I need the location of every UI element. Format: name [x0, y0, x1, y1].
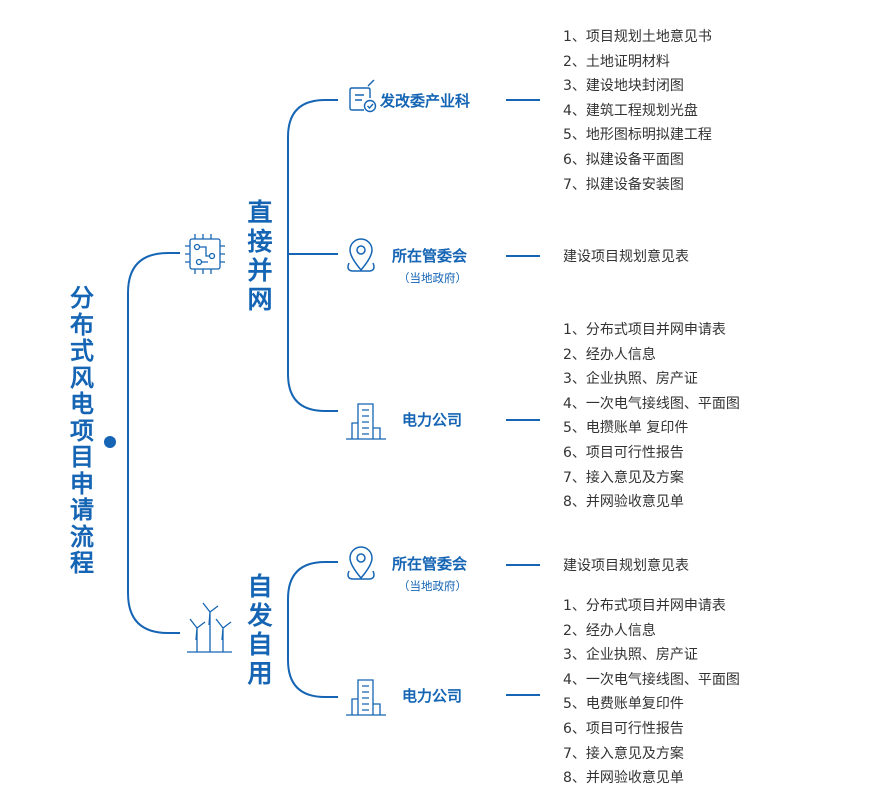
document-list: 1、分布式项目并网申请表 2、经办人信息 3、企业执照、房产证 4、一次电气接线… [563, 318, 740, 515]
list-item: 2、经办人信息 [563, 622, 656, 639]
root-node-dot [104, 436, 116, 448]
list-item: 3、企业执照、房产证 [563, 371, 698, 388]
list-item: 5、电攒账单 复印件 [563, 420, 689, 437]
dept-development-reform: 发改委产业科 [380, 92, 471, 110]
list-item: 4、一次电气接线图、平面图 [563, 671, 740, 688]
list-item: 6、项目可行性报告 [563, 720, 684, 737]
location-pin-icon [347, 238, 375, 272]
list-item: 8、并网验收意见单 [563, 770, 684, 787]
list-item: 2、经办人信息 [563, 346, 656, 363]
list-item: 8、并网验收意见单 [563, 494, 684, 511]
dept-management-committee: 所在管委会 [392, 555, 468, 573]
list-item: 7、接入意见及方案 [563, 469, 684, 486]
wind-turbines-icon [187, 602, 232, 653]
dept-management-committee: 所在管委会 [392, 247, 468, 265]
list-item: 建设项目规划意见表 [563, 249, 689, 265]
list-item: 1、分布式项目并网申请表 [563, 598, 726, 614]
branch-self-bracket [287, 561, 338, 698]
branch-direct-bracket [287, 99, 338, 412]
dept-management-committee-note: （当地政府） [398, 579, 467, 593]
branch-label-direct-grid: 直 接 并 网 [247, 198, 273, 314]
list-item: 3、企业执照、房产证 [563, 647, 698, 664]
dept-power-company: 电力公司 [402, 687, 463, 705]
list-item: 7、拟建设备安装图 [563, 176, 684, 193]
list-item: 建设项目规划意见表 [563, 558, 689, 574]
list-item: 6、拟建设备平面图 [563, 151, 684, 168]
circuit-board-icon [185, 234, 225, 274]
list-item: 2、土地证明材料 [563, 53, 670, 70]
dept-power-company: 电力公司 [402, 411, 463, 429]
location-pin-icon [347, 546, 375, 580]
office-building-icon [346, 403, 386, 440]
list-item: 7、接入意见及方案 [563, 745, 684, 762]
list-item: 1、项目规划土地意见书 [563, 29, 712, 45]
list-item: 5、电费账单复印件 [563, 696, 684, 713]
list-item: 5、地形图标明拟建工程 [563, 127, 712, 144]
list-item: 6、项目可行性报告 [563, 444, 684, 461]
list-item: 3、建设地块封闭图 [563, 78, 684, 95]
root-bracket [127, 252, 180, 634]
diagram-title: 分 布 式 风 电 项 目 申 请 流 程 [70, 284, 94, 577]
list-item: 1、分布式项目并网申请表 [563, 322, 726, 338]
dept-management-committee-note: （当地政府） [398, 271, 467, 285]
document-list: 1、项目规划土地意见书 2、土地证明材料 3、建设地块封闭图 4、建筑工程规划光… [563, 25, 712, 197]
list-item: 4、一次电气接线图、平面图 [563, 395, 740, 412]
office-building-icon [346, 679, 386, 716]
document-check-icon [349, 79, 377, 113]
branch-label-self-use: 自 发 自 用 [247, 572, 273, 688]
document-list: 1、分布式项目并网申请表 2、经办人信息 3、企业执照、房产证 4、一次电气接线… [563, 594, 740, 791]
list-item: 4、建筑工程规划光盘 [563, 102, 698, 119]
